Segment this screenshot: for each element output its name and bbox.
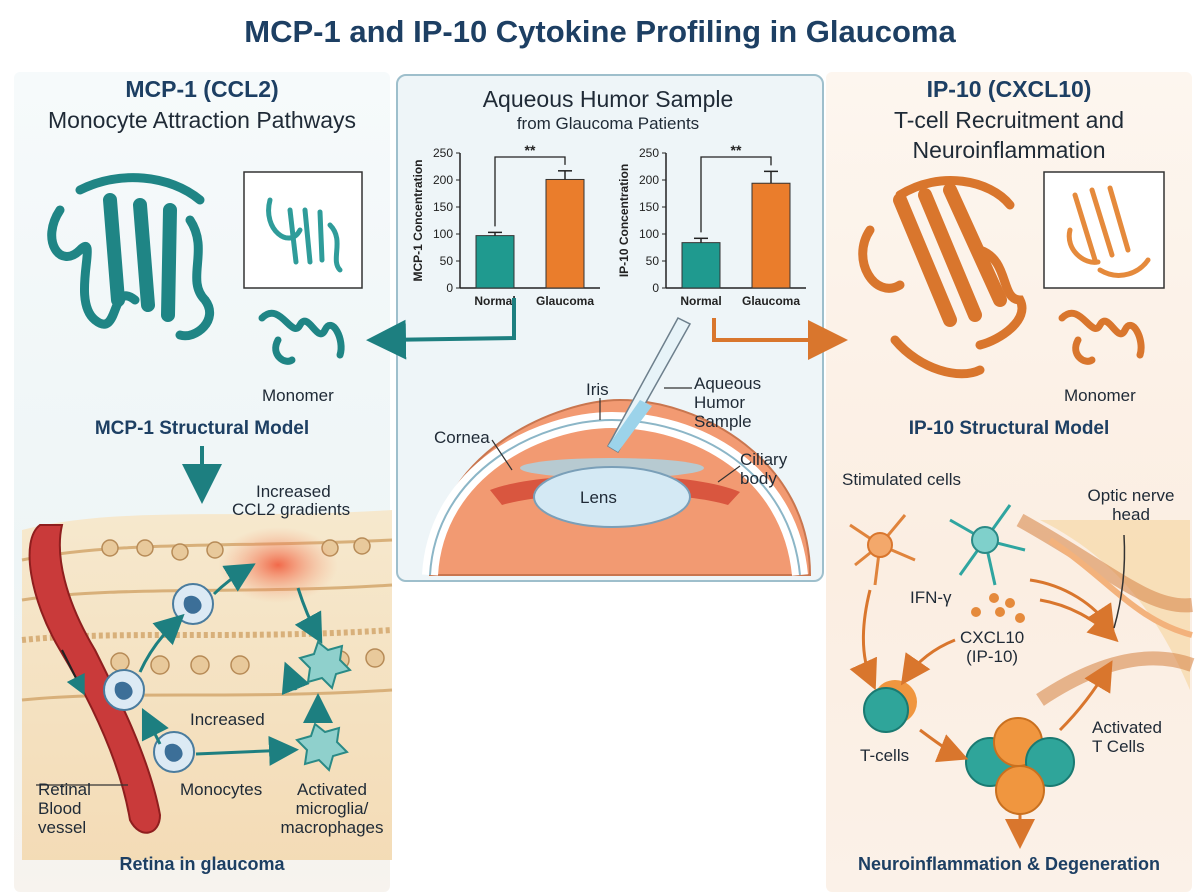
ip10-subheading-1: T-cell Recruitment and xyxy=(893,107,1125,133)
eye-leader-lines xyxy=(491,387,741,483)
ip10-subheading-2: Neuroinflammation xyxy=(912,137,1106,163)
y-tick-label: 50 xyxy=(440,254,454,268)
mcp1-protein-model xyxy=(47,173,215,341)
pipette-icon xyxy=(606,317,692,454)
bar-glaucoma xyxy=(545,178,585,289)
optic-nerve-label: Optic nerve head xyxy=(1076,486,1186,524)
lens-label: Lens xyxy=(580,488,617,507)
microglia-label-3: macrophages xyxy=(280,818,384,837)
retinal-blood-vessel xyxy=(28,524,162,834)
category-label: Normal xyxy=(474,294,515,308)
arrow-to-ip10 xyxy=(712,318,848,360)
y-tick-label: 0 xyxy=(652,281,659,295)
gradient-label-1: Increased xyxy=(256,482,331,501)
significance-label: ** xyxy=(731,142,742,158)
microglia-label: Activated microglia/ macrophages xyxy=(272,780,392,837)
optic-nerve-head xyxy=(1016,513,1195,706)
significance-label: ** xyxy=(525,142,536,158)
retinal-vessel-label: Retinal Blood vessel xyxy=(38,780,91,837)
ifn-gamma-label: IFN-γ xyxy=(910,588,952,607)
monocyte-nuclei xyxy=(114,595,202,762)
y-axis-label: IP-10 Concentration xyxy=(617,164,631,277)
aqueous-label-3: Sample xyxy=(694,412,752,431)
aqueous-label-1: Aqueous xyxy=(694,374,762,393)
mcp1-inset-box xyxy=(243,171,363,289)
mcp1-monomer xyxy=(258,309,345,365)
mcp1-structural-label: MCP-1 Structural Model xyxy=(94,418,310,439)
y-tick-label: 100 xyxy=(639,227,659,241)
gradient-label-2: CCL2 gradients xyxy=(232,500,351,519)
vessel-label-2: Blood xyxy=(38,799,82,818)
eye-illustration xyxy=(422,398,812,576)
lens-shape xyxy=(533,466,691,528)
bar-normal xyxy=(475,235,515,289)
y-tick-label: 250 xyxy=(639,146,659,160)
ip10-structural-label: IP-10 Structural Model xyxy=(908,418,1110,439)
mcp1-subheading: Monocyte Attraction Pathways xyxy=(47,107,357,133)
microglia-label-1: Activated xyxy=(297,780,367,799)
ip10-monomer-label: Monomer xyxy=(1064,386,1136,405)
retina-footer: Retina in glaucoma xyxy=(119,854,285,874)
y-tick-label: 100 xyxy=(433,227,453,241)
t-cells xyxy=(863,680,1075,815)
category-label: Normal xyxy=(680,294,721,308)
category-label: Glaucoma xyxy=(536,294,594,308)
ip10-inset-protein xyxy=(1066,185,1151,278)
significance-bracket xyxy=(494,156,566,227)
y-tick-label: 150 xyxy=(639,200,659,214)
cxcl10-dots xyxy=(971,593,1025,623)
y-tick-label: 0 xyxy=(446,281,453,295)
ciliary-label-2: body xyxy=(740,469,777,488)
stimulated-cells-label: Stimulated cells xyxy=(842,470,962,489)
y-tick-label: 50 xyxy=(646,254,660,268)
activated-t-cells-label: Activated T Cells xyxy=(1092,718,1162,756)
microglia-label-2: microglia/ xyxy=(295,799,369,818)
increased-label: Increased xyxy=(190,710,265,729)
arrow-to-mcp1 xyxy=(366,298,516,360)
ciliary-body-label: Ciliary body xyxy=(740,450,787,488)
bar-normal xyxy=(681,242,721,289)
cornea-label: Cornea xyxy=(434,428,490,447)
monocytes-label: Monocytes xyxy=(180,780,263,799)
ip10-footer: Neuroinflammation & Degeneration xyxy=(857,854,1161,874)
ip10-monomer xyxy=(1058,309,1145,365)
y-tick-label: 250 xyxy=(433,146,453,160)
mcp1-monomer-label: Monomer xyxy=(262,386,334,405)
mcp1-heading: MCP-1 (CCL2) xyxy=(125,76,279,102)
cxcl10-label-2: (IP-10) xyxy=(966,647,1019,666)
y-tick-label: 150 xyxy=(433,200,453,214)
aqueous-label-2: Humor xyxy=(694,393,746,412)
vessel-label-3: vessel xyxy=(38,818,87,837)
cxcl10-label: CXCL10 (IP-10) xyxy=(960,628,1024,666)
category-label: Glaucoma xyxy=(742,294,800,308)
page-title: MCP-1 and IP-10 Cytokine Profiling in Gl… xyxy=(244,14,956,49)
ciliary-label-1: Ciliary xyxy=(740,450,788,469)
mcp1-pathway-arrows xyxy=(138,563,333,766)
aqueous-sample-label: Aqueous Humor Sample xyxy=(694,374,761,431)
activated-label-1: Activated xyxy=(1092,718,1162,737)
bar-glaucoma xyxy=(751,182,791,289)
stimulated-cells xyxy=(849,504,1026,586)
cxcl10-label-1: CXCL10 xyxy=(960,628,1025,647)
y-tick-label: 200 xyxy=(433,173,453,187)
y-axis-label: MCP-1 Concentration xyxy=(411,159,425,281)
ip10-protein-model xyxy=(858,176,1027,379)
significance-bracket xyxy=(700,156,772,233)
mcp1-inset-protein xyxy=(266,197,343,273)
optic-label-2: head xyxy=(1112,505,1150,524)
t-cells-label: T-cells xyxy=(860,746,910,765)
optic-label-1: Optic nerve xyxy=(1087,486,1175,505)
y-tick-label: 200 xyxy=(639,173,659,187)
iris-label: Iris xyxy=(586,380,609,399)
aqueous-subheading: from Glaucoma Patients xyxy=(516,114,700,133)
aqueous-heading: Aqueous Humor Sample xyxy=(482,86,734,112)
ip10-heading: IP-10 (CXCL10) xyxy=(926,76,1092,102)
vessel-label-1: Retinal xyxy=(38,780,91,799)
ip10-pathway-arrows xyxy=(849,578,1119,849)
activated-label-2: T Cells xyxy=(1092,737,1145,756)
